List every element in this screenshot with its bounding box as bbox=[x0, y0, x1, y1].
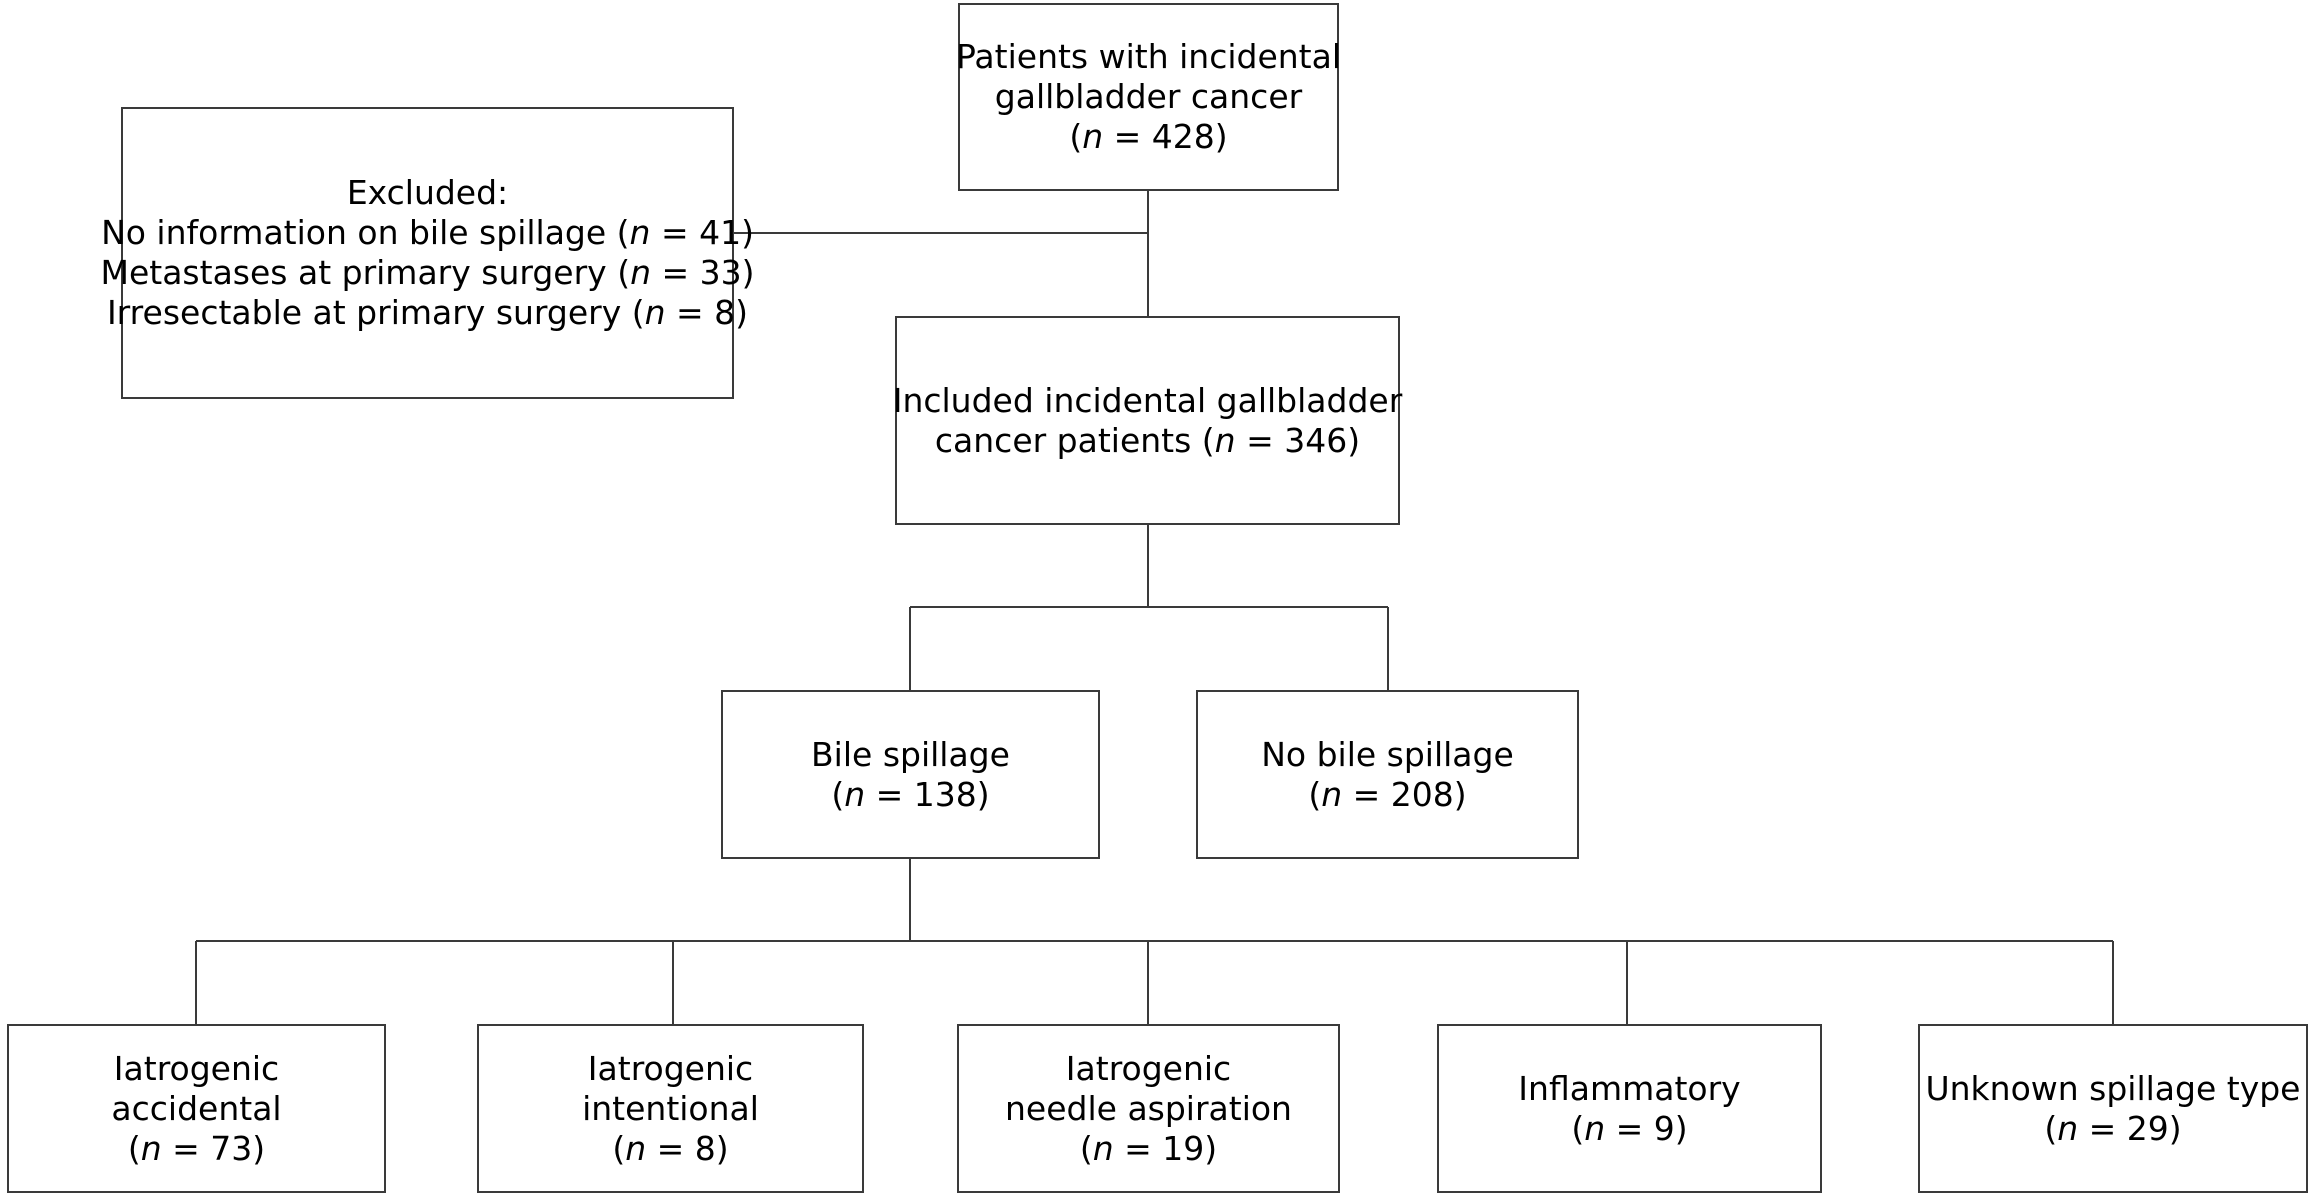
box-all-patients: Patients with incidental gallbladder can… bbox=[956, 3, 1341, 191]
all-patients-line2: gallbladder cancer bbox=[994, 77, 1303, 116]
subtype-4-line1: Inflammatory bbox=[1518, 1068, 1741, 1108]
subtype-5-count: (n = 29) bbox=[2044, 1108, 2182, 1148]
subtype-2-line2: intentional bbox=[582, 1088, 759, 1128]
box-included: Included incidental gallbladder cancer p… bbox=[892, 316, 1403, 525]
box-subtype-inflammatory: Inflammatory (n = 9) bbox=[1437, 1024, 1822, 1193]
subtype-3-line1: Iatrogenic bbox=[1065, 1048, 1232, 1088]
all-patients-count: (n = 428) bbox=[1069, 117, 1228, 156]
box-subtype-unknown: Unknown spillage type (n = 29) bbox=[1918, 1024, 2308, 1193]
no-bile-spillage-count: (n = 208) bbox=[1308, 774, 1467, 814]
excluded-item-3: Irresectable at primary surgery (n = 8) bbox=[106, 293, 749, 332]
no-bile-spillage-label: No bile spillage bbox=[1261, 734, 1514, 774]
box-subtype-iatrogenic-intentional: Iatrogenic intentional (n = 8) bbox=[477, 1024, 864, 1193]
subtype-4-count: (n = 9) bbox=[1571, 1108, 1688, 1148]
box-bile-spillage: Bile spillage (n = 138) bbox=[721, 690, 1100, 859]
box-excluded: Excluded: No information on bile spillag… bbox=[101, 107, 755, 399]
subtype-3-line2: needle aspiration bbox=[1005, 1088, 1292, 1128]
excluded-item-1: No information on bile spillage (n = 41) bbox=[101, 213, 754, 252]
included-line1: Included incidental gallbladder bbox=[892, 380, 1403, 420]
excluded-item-2: Metastases at primary surgery (n = 33) bbox=[100, 253, 755, 292]
subtype-1-count: (n = 73) bbox=[127, 1128, 266, 1168]
box-subtype-iatrogenic-accidental: Iatrogenic accidental (n = 73) bbox=[7, 1024, 386, 1193]
bile-spillage-count: (n = 138) bbox=[831, 774, 990, 814]
included-line2: cancer patients (n = 346) bbox=[934, 420, 1361, 460]
excluded-heading: Excluded: bbox=[346, 173, 509, 212]
subtype-1-line2: accidental bbox=[111, 1088, 282, 1128]
box-subtype-iatrogenic-needle-aspiration: Iatrogenic needle aspiration (n = 19) bbox=[957, 1024, 1340, 1193]
box-no-bile-spillage: No bile spillage (n = 208) bbox=[1196, 690, 1579, 859]
bile-spillage-label: Bile spillage bbox=[811, 734, 1010, 774]
subtype-3-count: (n = 19) bbox=[1079, 1128, 1218, 1168]
subtype-1-line1: Iatrogenic bbox=[113, 1048, 280, 1088]
all-patients-line1: Patients with incidental bbox=[956, 37, 1341, 76]
subtype-2-line1: Iatrogenic bbox=[587, 1048, 754, 1088]
subtype-2-count: (n = 8) bbox=[612, 1128, 729, 1168]
subtype-5-line1: Unknown spillage type bbox=[1925, 1068, 2301, 1108]
